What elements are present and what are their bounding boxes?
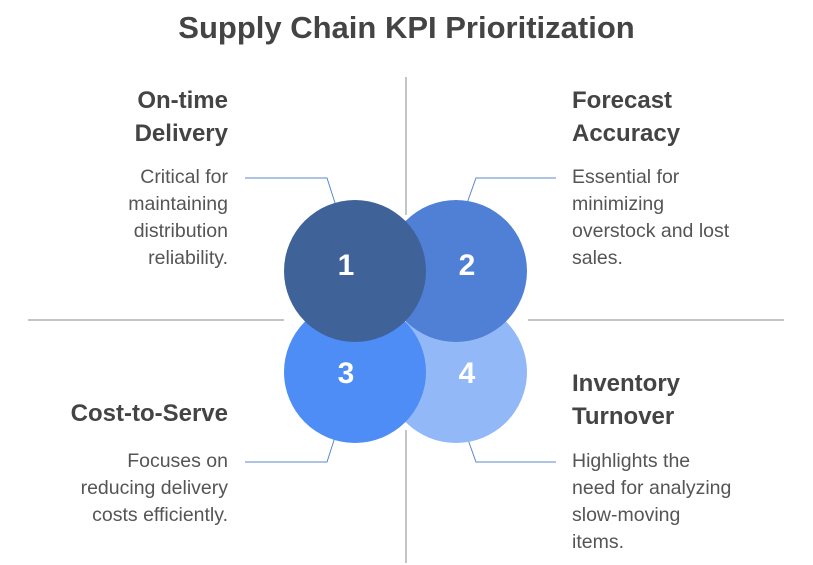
quadrant-1-heading-line1: On-time	[137, 87, 228, 114]
quadrant-1-heading: On-time Delivery	[135, 84, 228, 150]
quadrant-1-description: Critical for maintaining distribution re…	[128, 164, 228, 272]
quadrant-3-desc-line: Focuses on	[127, 450, 228, 472]
quadrant-4-desc-line: items.	[572, 531, 625, 553]
connector-1	[245, 177, 337, 207]
connector-3	[245, 433, 337, 463]
circle-4	[385, 301, 527, 443]
connector-2	[465, 177, 556, 207]
quadrant-2-heading-line2: Accuracy	[572, 120, 681, 147]
quadrant-2-desc-line: overstock and lost	[572, 220, 730, 242]
quadrant-4-desc-line: Highlights the	[572, 450, 691, 472]
quadrant-4-heading-line2: Turnover	[572, 403, 675, 430]
circle-3	[284, 301, 426, 443]
quadrant-3-desc-line: costs efficiently.	[92, 504, 228, 526]
quadrant-2-desc-line: sales.	[572, 247, 623, 269]
quadrant-2-description: Essential for minimizing overstock and l…	[572, 164, 729, 272]
connector-4	[465, 433, 556, 463]
circle-1	[284, 200, 426, 342]
quadrant-1-desc-line: maintaining	[128, 193, 228, 215]
quadrant-3-description: Focuses on reducing delivery costs effic…	[81, 448, 228, 529]
circle-3-number: 3	[337, 357, 355, 390]
quadrant-3-heading: Cost-to-Serve	[71, 397, 228, 430]
quadrant-2-desc-line: minimizing	[572, 193, 665, 215]
page-title: Supply Chain KPI Prioritization	[178, 10, 635, 45]
circle-1-number: 1	[337, 249, 355, 282]
quadrant-3-desc-line: reducing delivery	[80, 477, 228, 499]
quadrant-3-heading-line1: Cost-to-Serve	[70, 400, 228, 427]
quadrant-4-description: Highlights the need for analyzing slow-m…	[572, 448, 731, 556]
quadrant-4-desc-line: slow-moving	[572, 504, 681, 526]
quadrant-1-desc-line: Critical for	[140, 166, 228, 188]
quadrant-1-desc-line: distribution	[133, 220, 228, 242]
quadrant-1-desc-line: reliability.	[148, 247, 228, 269]
quadrant-2-heading: Forecast Accuracy	[572, 84, 680, 150]
quadrant-4-heading: Inventory Turnover	[572, 367, 680, 433]
quadrant-2-heading-line1: Forecast	[572, 87, 673, 114]
circle-4-number: 4	[458, 357, 476, 390]
circle-2-number: 2	[458, 249, 476, 282]
quadrant-4-heading-line1: Inventory	[572, 370, 681, 397]
quadrant-2-desc-line: Essential for	[572, 166, 680, 188]
quadrant-1-heading-line2: Delivery	[134, 120, 228, 147]
quadrant-4-desc-line: need for analyzing	[572, 477, 732, 499]
circle-2	[385, 200, 527, 342]
